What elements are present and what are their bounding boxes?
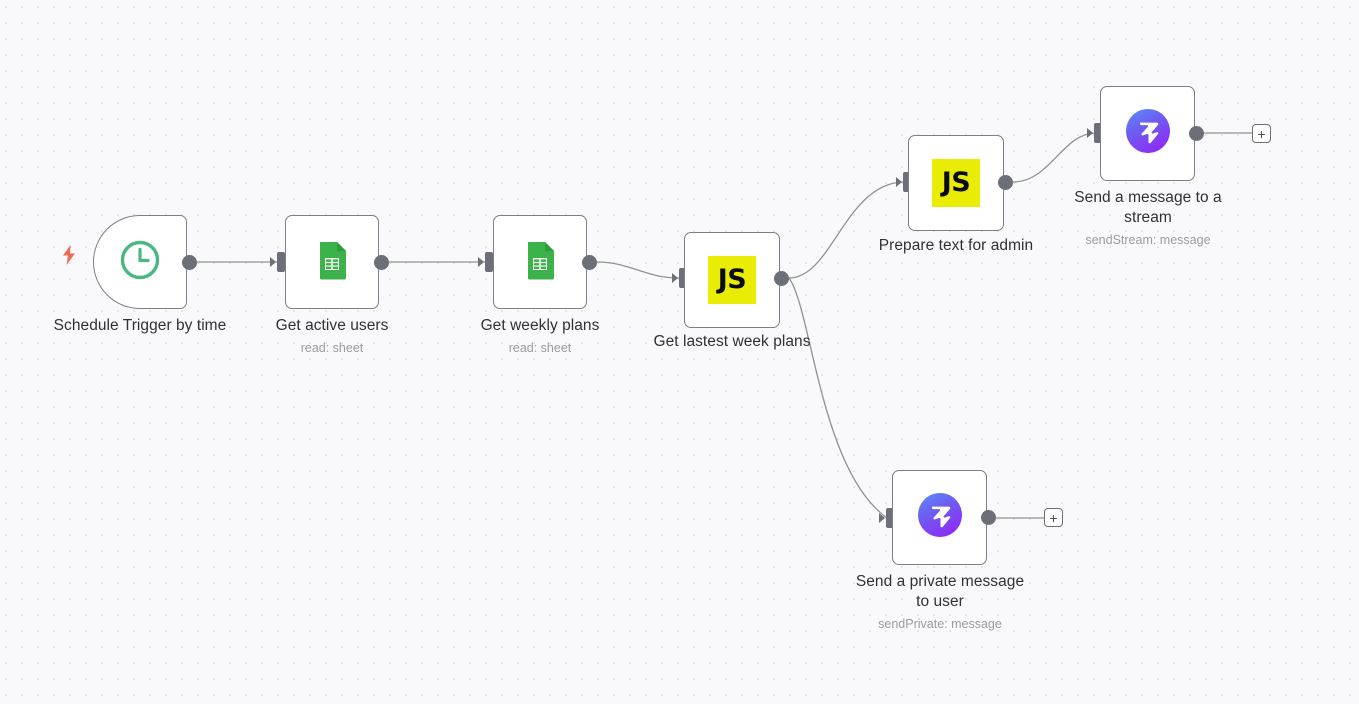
sublabel-send-private-message-to-user: sendPrivate: message [878, 617, 1002, 631]
zulip-icon [1124, 107, 1172, 160]
port-in-prepare-text-for-admin[interactable] [896, 172, 911, 192]
label-get-weekly-plans: Get weekly plans [480, 317, 600, 334]
sublabel-get-active-users: read: sheet [300, 341, 364, 355]
edge-prepare-text-to-stream [1012, 132, 1096, 183]
node-send-message-to-stream[interactable] [1100, 86, 1195, 181]
label-get-lastest-week-plans: Get lastest week plans [653, 333, 811, 350]
javascript-icon: JS [932, 159, 980, 207]
add-node-button-stream[interactable]: + [1252, 124, 1271, 143]
label-schedule-trigger: Schedule Trigger by time [53, 317, 227, 334]
label-send-private-message-to-user: Send a private message to user [855, 573, 1025, 610]
node-get-lastest-week-plans[interactable]: JS [684, 232, 780, 328]
port-in-send-private-message-to-user[interactable] [879, 508, 894, 528]
port-out-prepare-text-for-admin[interactable] [998, 175, 1013, 190]
clock-icon [118, 238, 162, 287]
port-in-get-weekly-plans[interactable] [478, 252, 493, 272]
sublabel-send-message-to-stream: sendStream: message [1085, 233, 1211, 247]
node-send-private-message-to-user[interactable] [892, 470, 987, 565]
node-get-weekly-plans[interactable] [493, 215, 587, 309]
google-sheets-icon [518, 238, 562, 287]
node-get-active-users[interactable] [285, 215, 379, 309]
add-node-button-private[interactable]: + [1044, 508, 1063, 527]
port-out-get-active-users[interactable] [374, 255, 389, 270]
google-sheets-icon [310, 238, 354, 287]
label-prepare-text-for-admin: Prepare text for admin [878, 237, 1034, 254]
port-in-send-message-to-stream[interactable] [1087, 123, 1102, 143]
port-out-get-weekly-plans[interactable] [582, 255, 597, 270]
port-out-send-private-message-to-user[interactable] [981, 510, 996, 525]
edge-lastest-to-prepare-text [788, 181, 904, 279]
port-out-schedule-trigger[interactable] [182, 255, 197, 270]
javascript-icon: JS [708, 256, 756, 304]
sublabel-get-weekly-plans: read: sheet [508, 341, 572, 355]
node-schedule-trigger[interactable] [93, 215, 187, 309]
port-in-get-lastest-week-plans[interactable] [672, 268, 687, 288]
zulip-icon [916, 491, 964, 544]
label-get-active-users: Get active users [275, 317, 389, 334]
port-out-get-lastest-week-plans[interactable] [774, 271, 789, 286]
lightning-bolt-glyph [63, 245, 75, 265]
edge-weekly-plans-to-lastest [596, 261, 680, 279]
node-prepare-text-for-admin[interactable]: JS [908, 135, 1004, 231]
port-out-send-message-to-stream[interactable] [1189, 126, 1204, 141]
port-in-get-active-users[interactable] [270, 252, 285, 272]
edge-lastest-to-private-message [788, 277, 888, 519]
lightning-bolt-icon [59, 244, 79, 270]
label-send-message-to-stream: Send a message to a stream [1074, 189, 1222, 226]
